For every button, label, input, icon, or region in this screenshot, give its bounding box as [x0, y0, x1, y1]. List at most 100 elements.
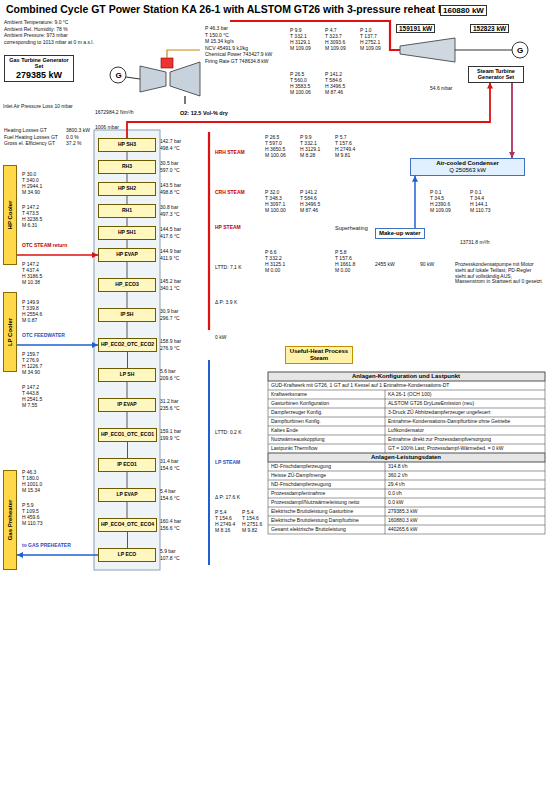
exchanger-data: 154.6 °C — [160, 466, 180, 472]
stream-value: T 332.1 — [290, 34, 307, 40]
generator-box: Gas Turbine Generator Set279385 kW — [4, 55, 74, 82]
pipe-connector — [127, 322, 128, 338]
node-title: Gas Preheater — [7, 500, 14, 541]
table-cell: Luftkondensator — [388, 428, 424, 434]
compressor-symbol — [140, 66, 166, 92]
table-cell: 0.0 % — [66, 135, 79, 141]
stream-value: P 0.1 — [430, 190, 442, 196]
node-value: Q 250563 kW — [414, 167, 521, 174]
table-cell: 279385.3 kW — [388, 509, 417, 515]
stream-value: T 34.5 — [430, 196, 444, 202]
stream-value: T 157.6 — [335, 141, 352, 147]
stream-name: LTTD: 7.1 K — [215, 265, 242, 271]
exchanger-data: 159.1 bar — [160, 429, 181, 435]
stream-value: H 3496.5 — [325, 84, 345, 90]
ambient-info: Ambient Pressure: 973 mbar — [4, 33, 68, 39]
stream-value: H 144.1 — [470, 202, 488, 208]
pipe-connector — [17, 554, 98, 556]
stream-name: LTTD: 0.2 K — [215, 430, 242, 436]
table-cell: 440265.6 kW — [388, 527, 417, 533]
turbine-symbol — [170, 62, 200, 96]
node-title: HP_ECO1_OTC_ECO1 — [101, 432, 154, 438]
pipe-connector — [127, 174, 128, 182]
stream-value: H 3238.5 — [22, 217, 42, 223]
table-cell: ND-Frischdampferzeugung — [271, 482, 331, 488]
shaft-line — [455, 49, 512, 50]
condenser-box: Air-cooled CondenserQ 250563 kW — [410, 158, 525, 176]
ambient-info: corresponding to 1013 mbar at 0 m a.s.l. — [4, 40, 94, 46]
stream-value: P 9.9 — [290, 28, 302, 34]
power-value: 159191 kW — [396, 24, 435, 33]
stream-value: M 100.06 — [265, 153, 286, 159]
table-cell: 3800.3 kW — [66, 128, 90, 134]
shaft-line — [126, 77, 140, 79]
exchanger-data: 30.5 bar — [160, 161, 178, 167]
hrsg-duct — [94, 130, 160, 570]
stream-value: H 3097.1 — [265, 202, 285, 208]
table-cell: 0.0 kW — [388, 500, 404, 506]
stream-value: H 3496.5 — [300, 202, 320, 208]
node-title: Useful-Heat Process Steam — [289, 348, 349, 362]
note-text: Inlet Air Pressure Loss 10 mbar — [3, 104, 73, 110]
stream-value: H 3650.5 — [265, 147, 285, 153]
heat-exchanger: HP_ECO2_OTC_ECO2 — [98, 338, 157, 352]
table-cell: Entnahme direkt zur Prozessdampfversorgu… — [388, 437, 491, 443]
exchanger-data: 597.0 °C — [160, 168, 180, 174]
heat-exchanger: IP EVAP — [98, 398, 156, 412]
exchanger-data: 296.7 °C — [160, 316, 180, 322]
flow-value: 13731.8 m³/h — [460, 240, 489, 246]
stream-value: M 0.87 — [22, 318, 37, 324]
pipe-connector — [127, 240, 128, 248]
node-title: HP_ECO4_OTC_ECO4 — [101, 522, 154, 528]
note-text: Prozesskondensatpumpe mit Motor steht au… — [455, 262, 543, 285]
stream-value: H 2751.6 — [242, 522, 262, 528]
node-title: Gas Turbine Generator Set — [8, 57, 70, 70]
table-cell: ALSTOM GT26 DryLowEmission (neu) — [388, 401, 474, 407]
stream-value: T 180.0 — [22, 476, 39, 482]
stream-value: T 332.1 — [300, 141, 317, 147]
stream-value: P 26.5 — [265, 135, 279, 141]
steam-turbine-symbol — [400, 38, 455, 62]
stream-value: M 109.09 — [360, 46, 381, 52]
pipe-connector — [127, 196, 128, 204]
exchanger-data: 144.9 bar — [160, 249, 181, 255]
stream-value: T 276.9 — [22, 358, 39, 364]
stream-name: Δ P: 17.6 K — [215, 495, 240, 501]
stream-value: P 147.2 — [22, 385, 39, 391]
stream-value: H 2944.1 — [22, 184, 42, 190]
table-cell: Dampfturbinen Konfig. — [271, 419, 321, 425]
table-cell: Heating Losses GT — [4, 128, 47, 134]
exchanger-data: 31.4 bar — [160, 459, 178, 465]
exchanger-data: 5.9 bar — [160, 549, 176, 555]
heat-exchanger: HP_ECO4_OTC_ECO4 — [98, 518, 157, 532]
node-title: RH3 — [122, 164, 132, 170]
generator-symbol — [110, 67, 126, 83]
stream-value: T 584.6 — [325, 78, 342, 84]
o2-value: O2: 12.5 Vol-% dry — [180, 110, 228, 116]
stream-name: OTC FEEDWATER — [22, 333, 65, 339]
stream-value: M 6.31 — [22, 223, 37, 229]
table-cell: Dampferzeuger Konfig. — [271, 410, 322, 416]
heat-exchanger: IP SH — [98, 308, 156, 322]
table-cell: Prozessdampfentnahme — [271, 491, 325, 497]
pressure-value: 54.6 mbar — [430, 86, 453, 92]
stream-value: M 34.90 — [22, 190, 40, 196]
steam-pipe — [208, 132, 210, 330]
stream-name: Δ P: 3.9 K — [215, 300, 237, 306]
table-cell: KA 26-1 (OCH 100) — [388, 392, 431, 398]
generator-letter: G — [517, 46, 523, 55]
stream-value: M 9.82 — [242, 528, 257, 534]
table-cell: 37.2 % — [66, 141, 82, 147]
stream-value: M 0.00 — [265, 268, 280, 274]
stream-value: H 2554.6 — [22, 312, 42, 318]
stream-value: M 87.46 — [300, 208, 318, 214]
process-steam-box: Useful-Heat Process Steam — [285, 346, 353, 364]
stream-value: T 443.8 — [22, 391, 39, 397]
stream-value: H 1661.8 — [335, 262, 355, 268]
table-cell: Gasturbinen Konfiguration — [271, 401, 329, 407]
stream-name: 0 kW — [215, 335, 226, 341]
exchanger-data: 30.8 bar — [160, 205, 178, 211]
table-cell: Kraftwerksname — [271, 392, 307, 398]
table-cell: Lastpunkt Thermflow — [271, 446, 317, 452]
stream-value: M 0.00 — [335, 268, 350, 274]
